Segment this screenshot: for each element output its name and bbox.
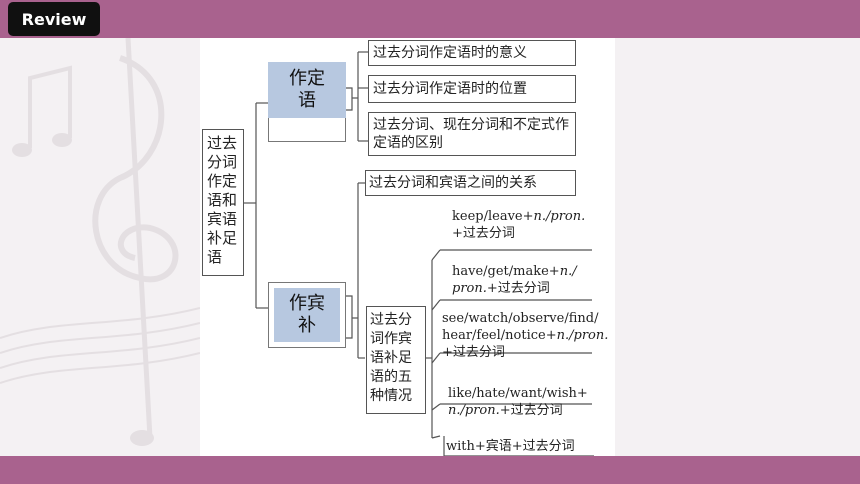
case-have-get-make: have/get/make+n./ pron.+过去分词 (452, 264, 577, 296)
attributive-item-meaning: 过去分词作定语时的意义 (368, 40, 576, 66)
attributive-item-position: 过去分词作定语时的位置 (368, 75, 576, 103)
case-see-watch: see/watch/observe/find/ hear/feel/notice… (442, 311, 609, 360)
complement-relation: 过去分词和宾语之间的关系 (365, 170, 576, 196)
root-topic: 过去分词作定语和宾语补足语 (202, 129, 244, 276)
case-like-hate: like/hate/want/wish+ n./pron.+过去分词 (448, 386, 588, 418)
case-keep-leave: keep/leave+n./pron. +过去分词 (452, 209, 586, 241)
connector-lines (244, 51, 594, 456)
attributive-branch-label: 作定语 (268, 62, 346, 118)
top-banner (0, 0, 860, 38)
review-button[interactable]: Review (8, 2, 100, 36)
complement-branch-label: 作宾补 (274, 288, 340, 342)
music-note-decoration-icon (0, 38, 200, 446)
five-cases-box: 过去分词作宾语补足语的五种情况 (366, 306, 426, 414)
bottom-banner (0, 456, 860, 484)
attributive-item-difference: 过去分词、现在分词和不定式作定语的区别 (368, 112, 576, 156)
case-with: with+宾语+过去分词 (446, 439, 575, 454)
mind-map: 过去分词作定语和宾语补足语 作定语 过去分词作定语时的意义 过去分词作定语时的位… (200, 38, 615, 456)
